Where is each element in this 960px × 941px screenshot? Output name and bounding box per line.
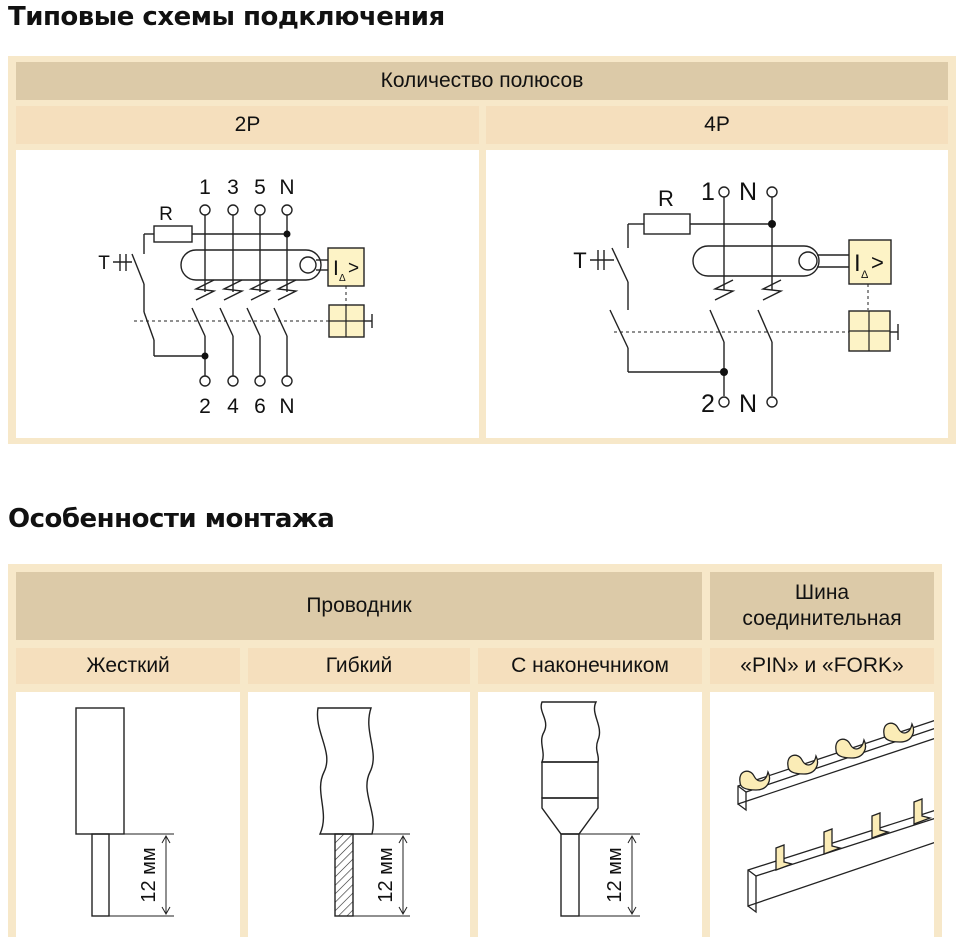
- terminal-bottom-n-4p: N: [739, 390, 757, 418]
- mounting-table: Проводник Шина соединительная Жесткий Ги…: [8, 564, 942, 937]
- dimension-lug: 12 мм: [604, 847, 626, 902]
- relay-sign-2p: >: [348, 258, 359, 279]
- panel-rigid-conductor: 12 мм: [16, 692, 240, 937]
- diagram-panel-4p: I Δ > R T 1 N 2 N: [486, 150, 948, 438]
- test-label-2p: T: [98, 253, 110, 274]
- wiring-diagram-4p: I Δ > R T 1 N 2 N: [573, 178, 899, 418]
- table-header-poles: Количество полюсов: [16, 62, 948, 100]
- terminal-top-n: N: [279, 176, 294, 199]
- terminal-bottom-6: 6: [254, 395, 266, 418]
- column-header-pin-fork: «PIN» и «FORK»: [710, 648, 934, 684]
- relay-label-2p: I: [333, 257, 339, 280]
- section-title-wiring: Типовые схемы подключения: [8, 2, 445, 32]
- relay-label-4p: I: [854, 250, 861, 277]
- terminal-bottom-2: 2: [199, 395, 211, 418]
- terminal-top-1: 1: [199, 176, 211, 199]
- resistor-label-4p: R: [658, 186, 674, 211]
- relay-sub-2p: Δ: [339, 273, 346, 284]
- column-header-2p: 2P: [16, 106, 479, 144]
- relay-sub-4p: Δ: [861, 269, 869, 281]
- column-header-4p: 4P: [486, 106, 948, 144]
- test-label-4p: T: [573, 248, 586, 273]
- header-bus: Шина соединительная: [710, 572, 934, 640]
- diagram-panel-2p: I Δ > R T 1 3 5 N 2 4 6 N: [16, 150, 479, 438]
- terminal-top-1-4p: 1: [701, 178, 715, 206]
- busbar-drawing: [737, 719, 937, 914]
- header-bus-line2: соединительная: [742, 607, 902, 630]
- panel-flexible-conductor: 12 мм: [248, 692, 470, 937]
- header-conductor: Проводник: [16, 572, 702, 640]
- flexible-conductor-drawing: 12 мм: [316, 707, 410, 917]
- terminal-bottom-4: 4: [227, 395, 239, 418]
- wiring-diagram-2p: I Δ > R T 1 3 5 N 2 4 6 N: [98, 176, 373, 418]
- terminal-bottom-n: N: [279, 395, 294, 418]
- panel-busbars: [710, 692, 937, 937]
- wiring-table: Количество полюсов 2P 4P: [8, 56, 956, 444]
- header-bus-line1: Шина: [794, 580, 850, 604]
- section-title-mounting: Особенности монтажа: [8, 504, 335, 534]
- column-header-lug: С наконечником: [478, 648, 702, 684]
- relay-sign-4p: >: [871, 250, 884, 275]
- column-header-rigid: Жесткий: [16, 648, 240, 684]
- dimension-rigid: 12 мм: [138, 847, 160, 902]
- resistor-label-2p: R: [159, 204, 173, 225]
- terminal-top-3: 3: [227, 176, 239, 199]
- terminal-top-5: 5: [254, 176, 266, 199]
- rigid-conductor-drawing: 12 мм: [75, 707, 174, 917]
- terminal-top-n-4p: N: [739, 178, 757, 206]
- dimension-flexible: 12 мм: [375, 847, 397, 902]
- column-header-flexible: Гибкий: [248, 648, 470, 684]
- lug-conductor-drawing: 12 мм: [540, 701, 640, 917]
- panel-lug-conductor: 12 мм: [478, 692, 702, 937]
- terminal-bottom-2-4p: 2: [701, 390, 715, 418]
